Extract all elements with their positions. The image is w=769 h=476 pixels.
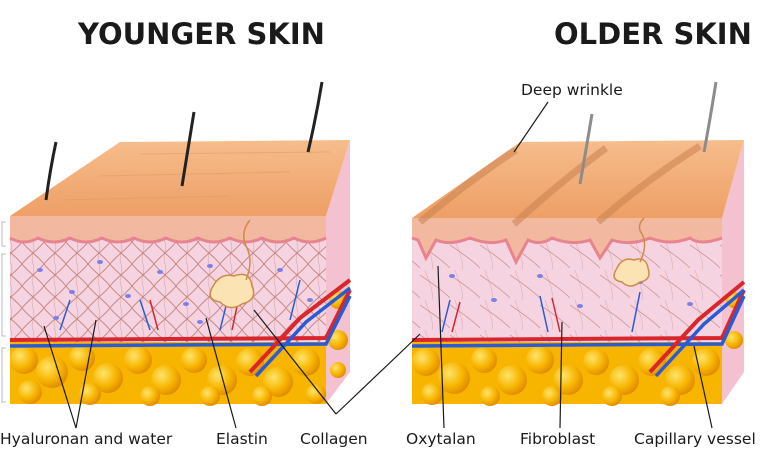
older-skin-block — [411, 81, 746, 406]
label-hyaluronan: Hyaluronan and water — [0, 430, 173, 448]
leader-deep-wrinkle — [513, 101, 549, 153]
title-older-skin: OLDER SKIN — [554, 17, 752, 51]
older-sweat-gland — [613, 258, 650, 287]
older-small-vessels — [441, 291, 641, 333]
older-epidermis-front — [412, 218, 722, 262]
older-wrinkle-fold-2 — [511, 145, 609, 227]
younger-hair-3 — [306, 81, 324, 153]
older-gland-duct — [638, 217, 646, 263]
older-vein — [411, 295, 746, 348]
younger-hair-2 — [180, 111, 196, 187]
younger-gland-duct — [243, 219, 251, 281]
older-skin-surface — [412, 140, 744, 218]
younger-small-vessels — [59, 279, 301, 331]
younger-fiber-mesh — [10, 236, 326, 342]
older-capillary — [648, 280, 746, 374]
label-deep-wrinkle: Deep wrinkle — [521, 81, 623, 99]
older-wrinkle-fold-1 — [417, 147, 518, 225]
younger-hyaluronan-dots — [37, 260, 313, 324]
leader-collagen-2 — [335, 333, 421, 415]
younger-capillary — [248, 278, 352, 374]
leader-capillary-vessel — [693, 345, 713, 429]
older-capillary-vein — [654, 288, 746, 378]
label-elastin: Elastin — [216, 430, 268, 448]
younger-skin-block — [1, 81, 352, 406]
younger-artery — [9, 289, 352, 342]
older-hair-1 — [578, 113, 594, 185]
labels: Deep wrinkle Hyaluronan and water Elasti… — [0, 81, 756, 448]
older-artery — [411, 289, 746, 342]
leader-hyaluronan-2 — [75, 319, 97, 429]
younger-capillary-vein — [254, 286, 352, 378]
younger-epidermis-front — [10, 216, 326, 242]
label-fibroblast: Fibroblast — [520, 430, 595, 448]
leader-hyaluronan-1 — [43, 325, 77, 429]
leader-elastin — [205, 317, 237, 429]
older-basal-layer — [411, 236, 723, 266]
title-younger-skin: YOUNGER SKIN — [77, 17, 325, 51]
older-wrinkle-fold-3 — [595, 143, 702, 225]
younger-surface-lines — [59, 151, 331, 201]
leader-collagen-1 — [253, 309, 337, 415]
leader-oxytalan — [437, 265, 445, 429]
younger-hair-1 — [44, 141, 58, 201]
label-capillary-vessel: Capillary vessel — [634, 430, 756, 448]
younger-sweat-gland — [209, 273, 255, 309]
younger-layer-brackets — [1, 221, 6, 403]
label-collagen: Collagen — [300, 430, 368, 448]
older-fiber-mesh — [412, 238, 722, 342]
label-oxytalan: Oxytalan — [406, 430, 476, 448]
younger-vein — [9, 295, 352, 348]
older-hair-2 — [702, 81, 718, 153]
younger-skin-surface — [10, 140, 350, 216]
leader-fibroblast — [559, 321, 563, 429]
younger-fat-cells — [10, 291, 348, 406]
older-small-arteries — [451, 297, 561, 333]
younger-basal-layer — [9, 236, 327, 244]
